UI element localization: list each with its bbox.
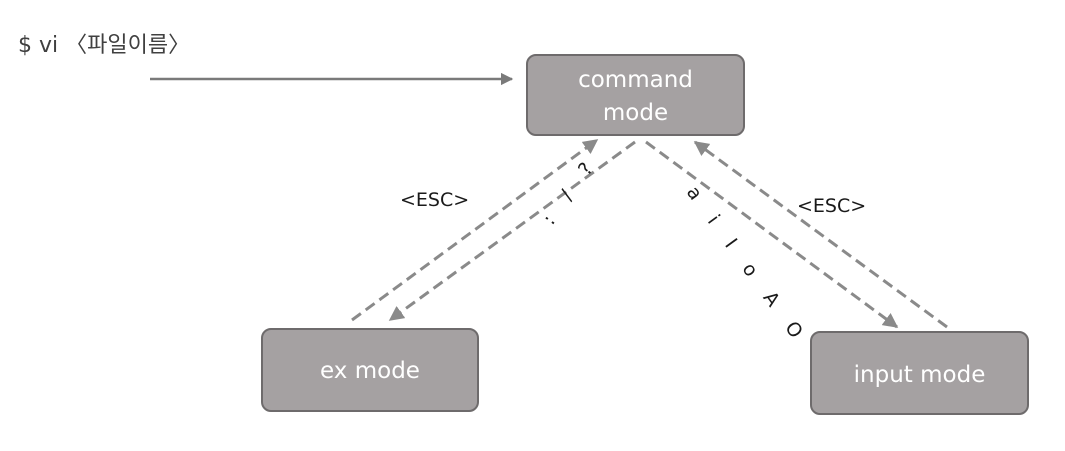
input-mode-node: input mode — [810, 331, 1029, 415]
ex-to-command-arrow — [351, 138, 599, 322]
ex-mode-node: ex mode — [261, 328, 479, 412]
ex-mode-label: ex mode — [320, 358, 420, 384]
input-mode-box — [810, 331, 1029, 415]
command-mode-label-line2: mode — [603, 100, 668, 126]
vi-command-text: $ vi 〈파일이름〉 — [18, 33, 190, 58]
command-mode-box — [526, 54, 745, 136]
input-to-command-arrow — [693, 140, 948, 329]
ex-to-command-label: <ESC> — [400, 189, 469, 211]
command-to-input-label: a i I o A O — [682, 182, 812, 350]
command-mode-label-line1: command — [578, 67, 693, 93]
command-mode-node: command mode — [526, 54, 745, 136]
input-mode-label: input mode — [854, 362, 986, 388]
ex-mode-box — [261, 328, 479, 412]
input-to-command-label: <ESC> — [797, 195, 866, 217]
command-to-input-arrow — [645, 140, 899, 329]
command-to-ex-label: : / ? — [538, 151, 603, 229]
